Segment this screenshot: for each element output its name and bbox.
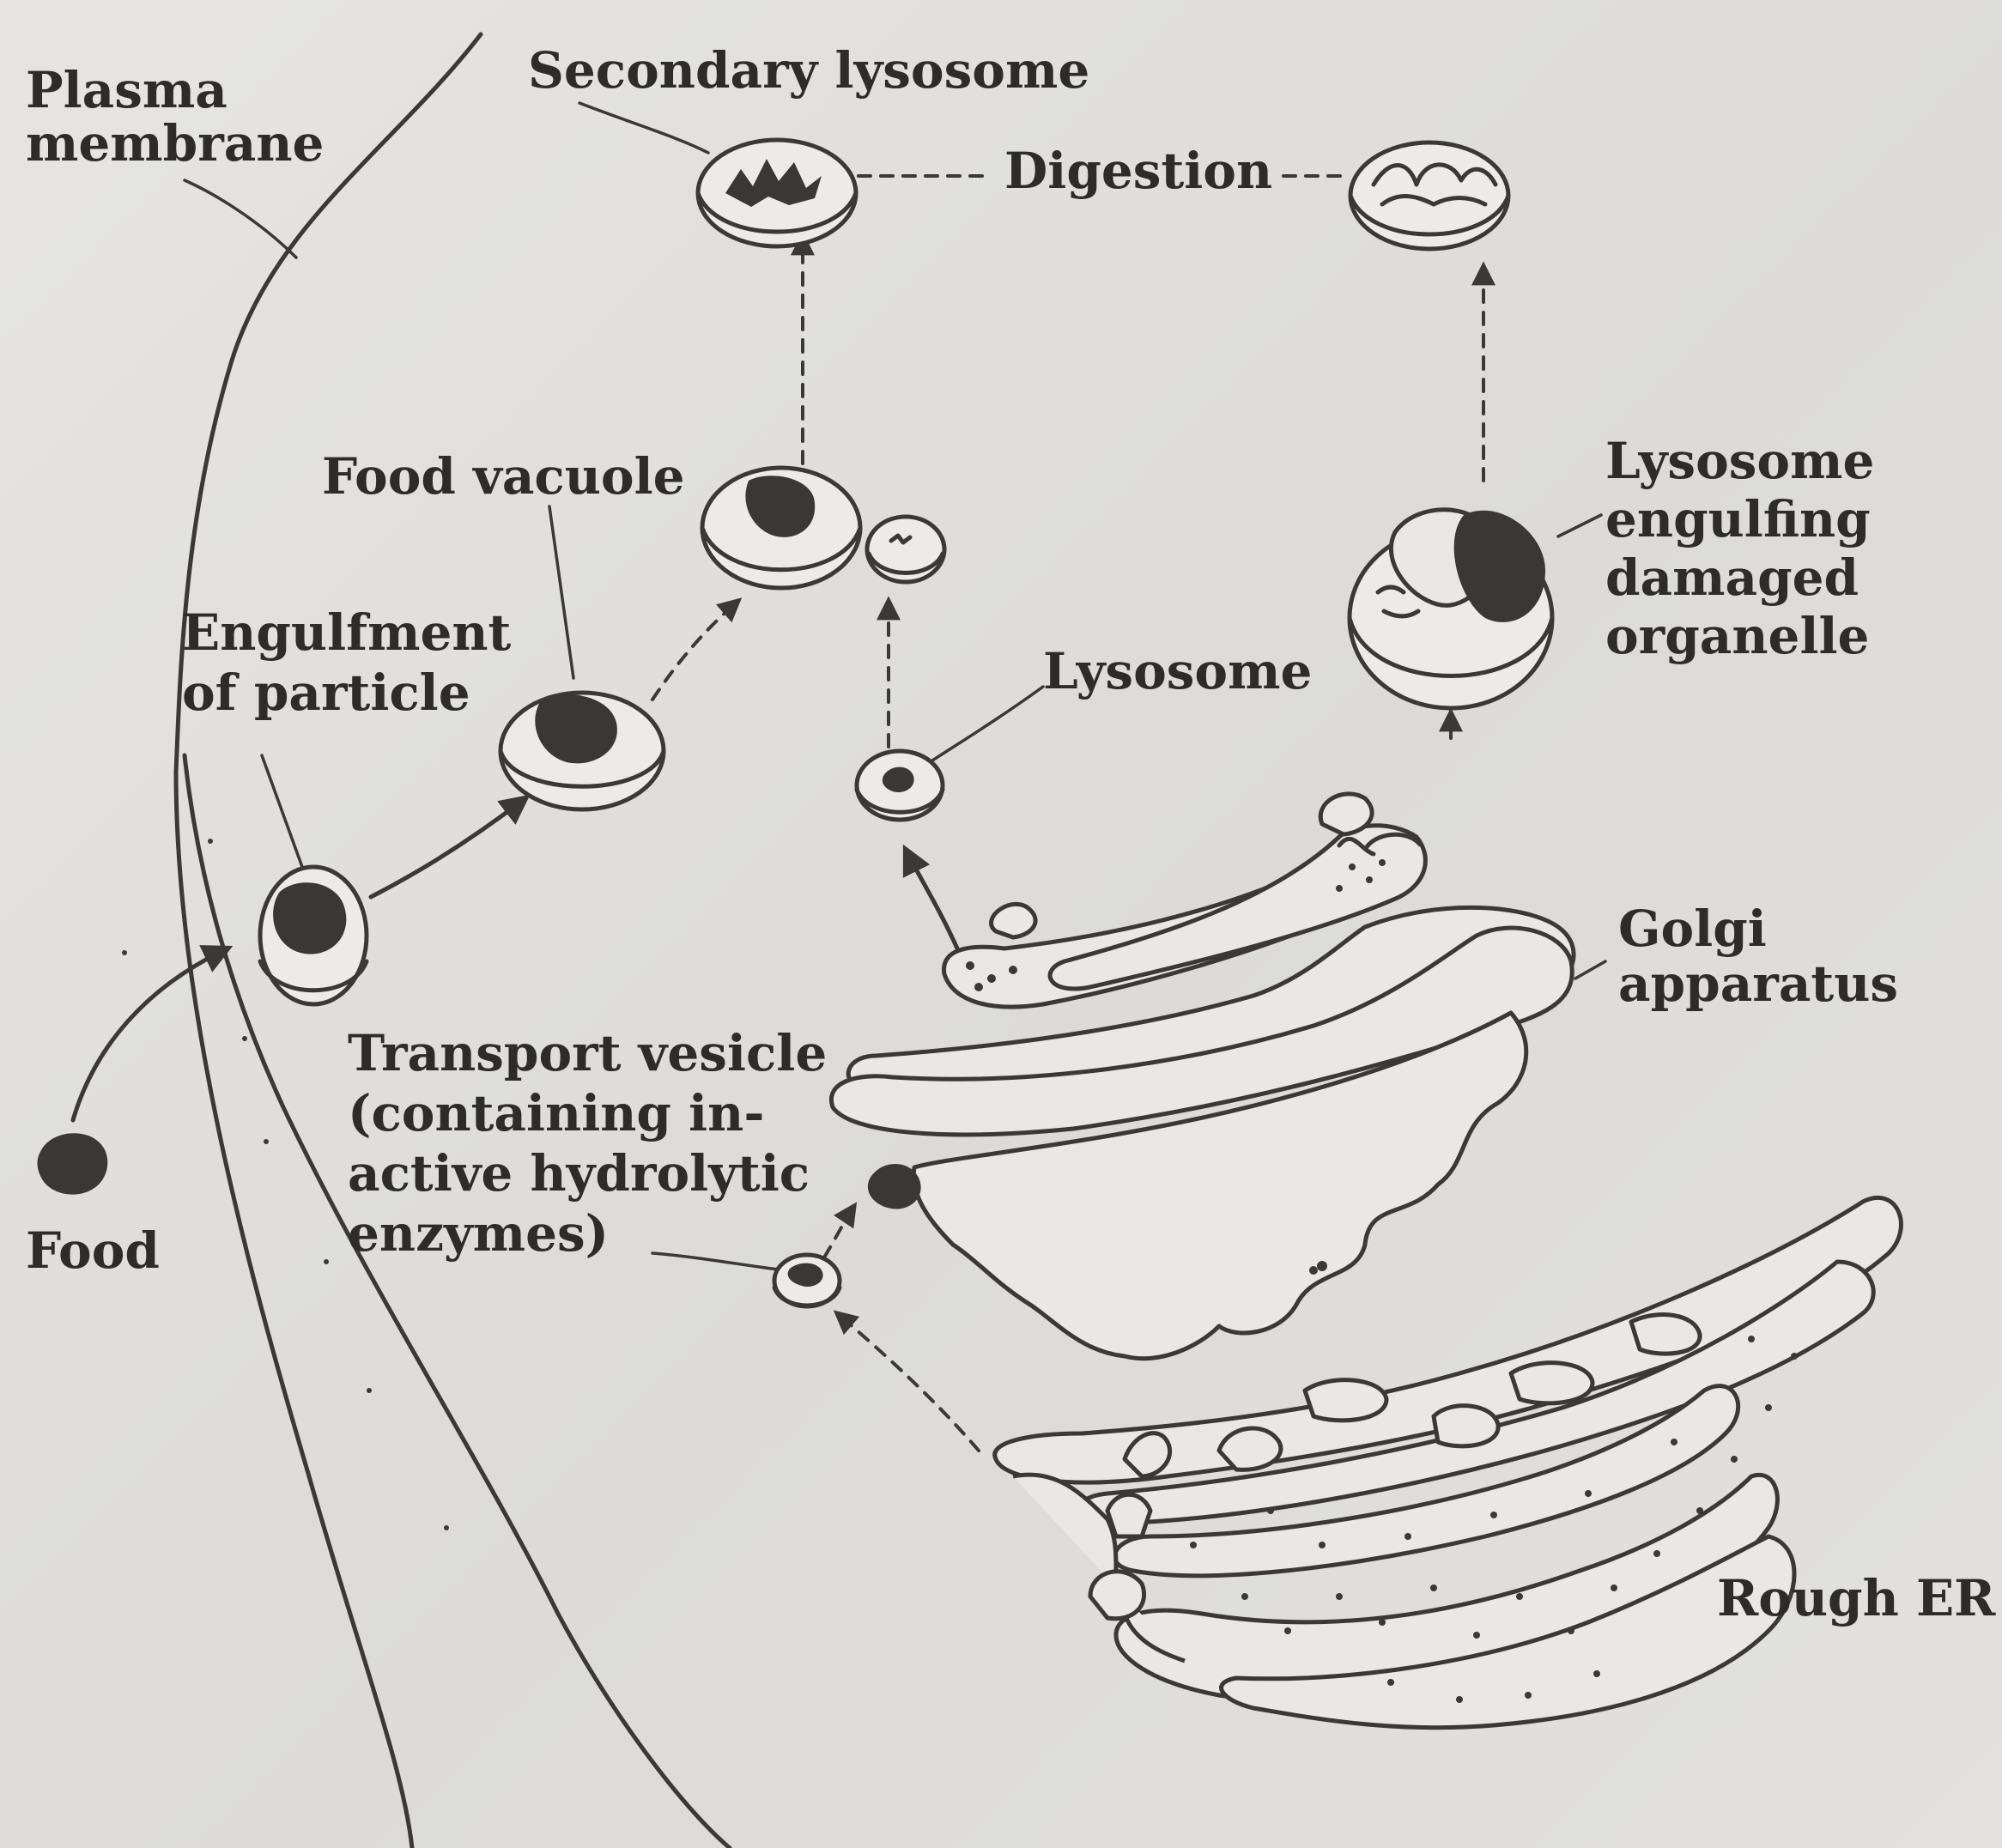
engulfment-vesicle: [260, 867, 367, 1004]
pointer-plasma-membrane: [185, 180, 296, 258]
pointer-golgi: [1575, 961, 1605, 979]
arrow-engulfment-to-food-vacuole: [371, 798, 525, 897]
label-engulfment-of-particle: Engulfment of particle: [182, 601, 511, 724]
label-transport-vesicle: Transport vesicle (containing in- active…: [348, 1021, 827, 1265]
pointer-food-vacuole: [549, 506, 573, 678]
label-food: Food: [26, 1219, 160, 1282]
pointer-lysosome-engulfing: [1558, 515, 1601, 536]
golgi-apparatus: [831, 794, 1574, 1359]
label-golgi-apparatus: Golgi apparatus: [1618, 897, 1898, 1015]
label-secondary-lysosome: Secondary lysosome: [528, 39, 1089, 102]
arrow-er-to-transport-vesicle: [837, 1313, 979, 1451]
label-food-vacuole: Food vacuole: [322, 445, 685, 508]
lysosome-engulfing-organelle: [1350, 510, 1552, 708]
digested-lysosome: [1350, 142, 1508, 249]
pointer-engulfment: [262, 755, 302, 867]
arrow-transport-vesicle-to-golgi: [824, 1206, 854, 1257]
label-plasma-membrane: Plasma membrane: [26, 58, 324, 175]
label-lysosome: Lysosome: [1043, 639, 1312, 703]
fusing-vacuole: [702, 468, 944, 588]
food-particle: [38, 1133, 108, 1194]
pointer-lysosome: [927, 687, 1043, 764]
food-vacuole: [500, 693, 664, 809]
secondary-lysosome: [698, 140, 856, 246]
arrow-golgi-to-lysosome: [906, 850, 957, 948]
pointer-secondary-lysosome: [579, 103, 708, 153]
label-lysosome-engulfing-damaged-organelle: Lysosome engulfing damaged organelle: [1605, 429, 1874, 668]
arrow-food-vacuole-to-fusion: [652, 601, 738, 700]
label-digestion: Digestion: [1004, 139, 1272, 203]
arrow-food-to-engulfment: [73, 948, 228, 1120]
primary-lysosome: [857, 751, 943, 820]
label-rough-er: Rough ER: [1717, 1566, 1995, 1630]
